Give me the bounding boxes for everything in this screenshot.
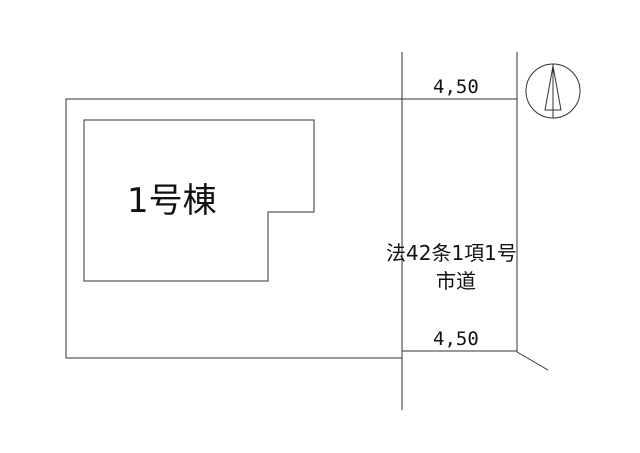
north-arrow-icon bbox=[525, 63, 581, 119]
road-width-bottom: 4,50 bbox=[433, 328, 479, 350]
road-law-label: 法42条1項1号 bbox=[386, 241, 517, 265]
road-width-top: 4,50 bbox=[433, 76, 479, 98]
lot-boundary bbox=[65, 98, 402, 359]
building-label: 1号棟 bbox=[127, 181, 217, 221]
building-footprint bbox=[83, 119, 315, 282]
road-type-label: 市道 bbox=[436, 269, 476, 293]
road-edge-right-bend bbox=[516, 351, 549, 371]
